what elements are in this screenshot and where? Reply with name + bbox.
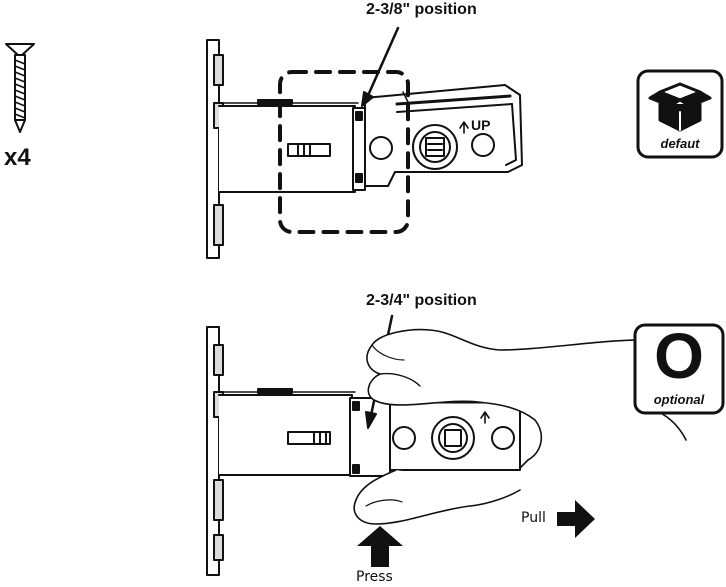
press-label: Press [356, 569, 393, 585]
hand-bottom-finger [353, 469, 521, 525]
latch-up-marker: UP [471, 117, 491, 133]
position-label-bottom: 2-3/4" position [366, 292, 477, 309]
press-arrow-icon [357, 526, 403, 567]
open-box-icon [648, 82, 712, 132]
quantity-label: x4 [4, 144, 31, 171]
optional-badge-caption: optional [653, 392, 705, 407]
position-label-top: 2-3/8" position [366, 1, 477, 18]
default-badge [636, 69, 724, 159]
default-badge-caption: defaut [660, 136, 700, 151]
screw-icon [5, 43, 35, 133]
latch-bottom [206, 314, 521, 576]
optional-badge [633, 323, 725, 415]
latch-top [206, 26, 523, 259]
pull-label: Pull [521, 510, 546, 526]
optional-badge-letter: O [654, 320, 704, 392]
pull-arrow-icon [557, 500, 595, 538]
